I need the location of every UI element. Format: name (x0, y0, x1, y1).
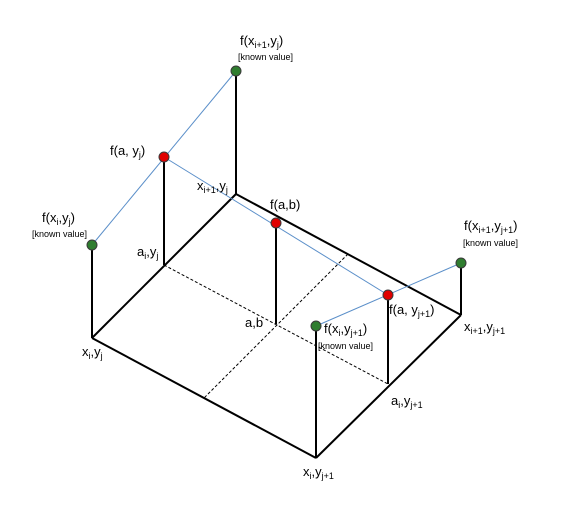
base-edge-left (91, 193, 237, 339)
label-ai-yj1: ai,yj+1 (391, 393, 423, 410)
known-value-title: f(xi+1,yj) (240, 33, 283, 50)
label-xi1-yj1: xi+1,yj+1 (464, 319, 505, 336)
point-f-xi1-yj1 (455, 257, 467, 269)
known-value-title: f(xi+1,yj+1) (464, 218, 517, 235)
labels: xi,yj xi+1,yj xi+1,yj+1 xi,yj+1 ai,yj ai… (32, 33, 518, 481)
point-f-xi-yj (86, 239, 98, 251)
known-value-label-xi1-yj: f(xi+1,yj) [known value] (238, 33, 293, 62)
known-value-title: f(xi,yj) (42, 210, 75, 227)
dashed-line-b (203, 253, 349, 399)
point-f-xi1-yj (230, 65, 242, 77)
label-xi-yj1: xi,yj+1 (303, 464, 334, 481)
label-xi-yj: xi,yj (82, 344, 103, 361)
point-f-xi-yj1 (310, 320, 322, 332)
point-f-a-b (270, 217, 282, 229)
point-f-a-yj (158, 151, 170, 163)
point-f-a-yj1 (382, 289, 394, 301)
known-value-label-xi-yj: f(xi,yj) [known value] (32, 210, 87, 239)
base-rectangle (91, 193, 462, 459)
known-value-note: [known value] (463, 238, 518, 248)
dashed-guides (163, 253, 389, 399)
label-ai-yj: ai,yj (137, 244, 158, 261)
computed-label-f-a-yj1: f(a, yj+1) (389, 302, 435, 319)
known-value-label-xi1-yj1: f(xi+1,yj+1) [known value] (463, 218, 518, 248)
base-edge-front (91, 337, 317, 459)
known-value-note: [known value] (32, 229, 87, 239)
computed-label-f-a-yj: f(a, yj) (110, 143, 145, 160)
computed-label-f-a-b: f(a,b) (270, 197, 300, 212)
label-xi1-yj: xi+1,yj (197, 178, 228, 195)
base-edge-back (235, 193, 462, 316)
points (86, 65, 467, 332)
dashed-line-a (163, 264, 389, 385)
known-value-title: f(xi,yj+1) (324, 321, 367, 338)
label-a-b: a,b (245, 315, 263, 330)
known-value-label-xi-yj1: f(xi,yj+1) [known value] (318, 321, 373, 351)
base-edge-right (315, 314, 462, 459)
known-value-note: [known value] (238, 52, 293, 62)
known-value-note: [known value] (318, 341, 373, 351)
vertical-stems (91, 71, 462, 458)
